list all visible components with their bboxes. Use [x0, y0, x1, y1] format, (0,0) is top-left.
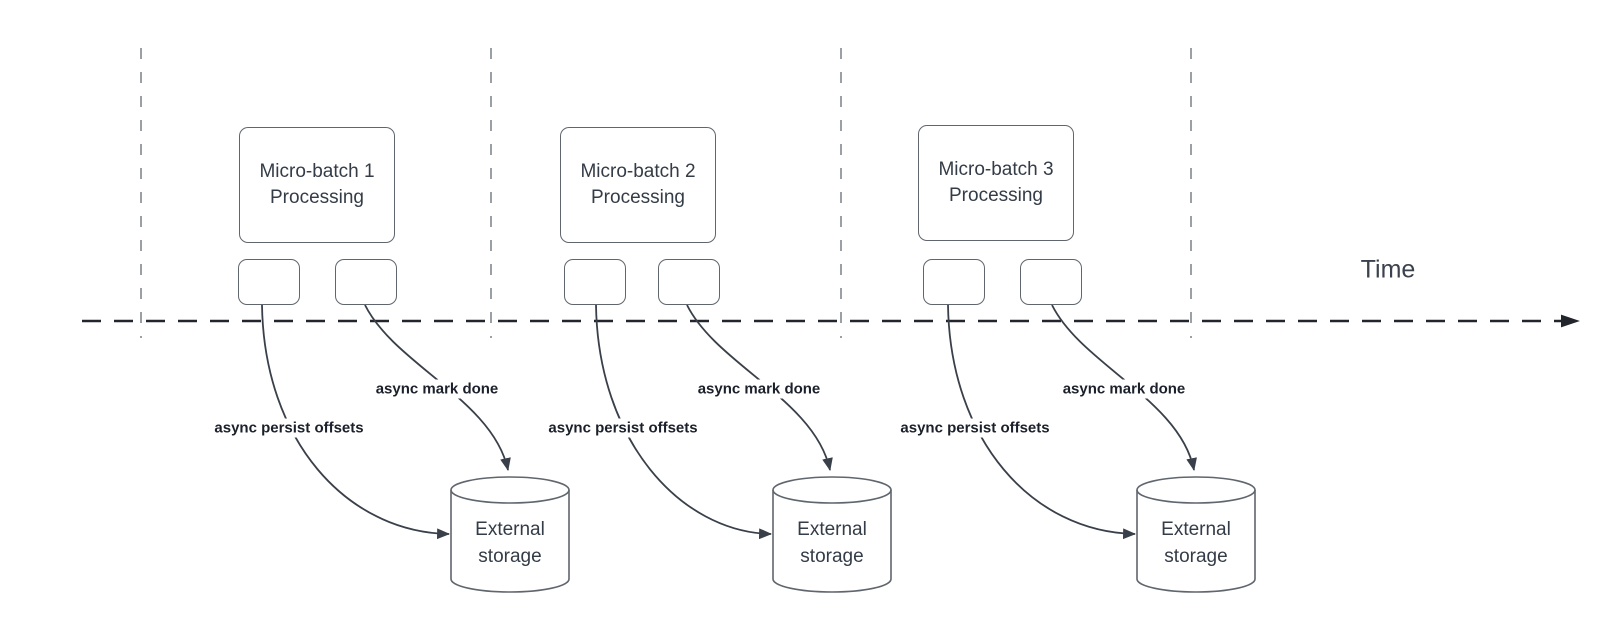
processing-box-label-line1: Micro-batch 3	[938, 159, 1054, 180]
external-storage-label-line1: External	[1161, 519, 1231, 540]
micro-batch-processing-box: Micro-batch 1 Processing	[239, 127, 395, 243]
done-task-box	[658, 259, 720, 305]
micro-batch-processing-box: Micro-batch 2 Processing	[560, 127, 716, 243]
external-storage-cylinder-rim	[772, 489, 892, 504]
external-storage-label-line1: External	[475, 519, 545, 540]
processing-box-label-line2: Processing	[270, 187, 364, 208]
async-persist-offsets-arrow	[261, 304, 451, 540]
external-storage-label: External storage	[1161, 516, 1231, 570]
offset-task-box	[923, 259, 985, 305]
async-persist-offsets-label: async persist offsets	[544, 418, 702, 438]
external-storage-cylinder	[1136, 476, 1256, 593]
external-storage-label-line2: storage	[1164, 546, 1228, 567]
external-storage-label-line1: External	[797, 519, 867, 540]
time-axis-label: Time	[1360, 255, 1416, 284]
async-mark-done-label: async mark done	[371, 379, 503, 399]
external-storage-cylinder	[772, 476, 892, 593]
async-persist-offsets-arrow	[595, 304, 773, 540]
processing-box-label-line2: Processing	[591, 187, 685, 208]
external-storage-label-line2: storage	[478, 546, 542, 567]
offset-task-box	[564, 259, 626, 305]
async-persist-offsets-label: async persist offsets	[210, 418, 368, 438]
offset-task-box	[238, 259, 300, 305]
async-persist-offsets-label: async persist offsets	[896, 418, 1054, 438]
external-storage-label-line2: storage	[800, 546, 864, 567]
external-storage-cylinder-rim	[1136, 489, 1256, 504]
processing-box-label-line2: Processing	[949, 185, 1043, 206]
async-mark-done-label: async mark done	[1058, 379, 1190, 399]
external-storage-cylinder-rim	[450, 489, 570, 504]
done-task-box	[335, 259, 397, 305]
external-storage-cylinder	[450, 476, 570, 593]
micro-batch-processing-box: Micro-batch 3 Processing	[918, 125, 1074, 241]
async-persist-offsets-arrow	[947, 304, 1137, 540]
processing-box-label-line1: Micro-batch 1	[259, 161, 375, 182]
processing-box-label-line1: Micro-batch 2	[580, 161, 696, 182]
done-task-box	[1020, 259, 1082, 305]
external-storage-label: External storage	[475, 516, 545, 570]
external-storage-label: External storage	[797, 516, 867, 570]
async-mark-done-label: async mark done	[693, 379, 825, 399]
